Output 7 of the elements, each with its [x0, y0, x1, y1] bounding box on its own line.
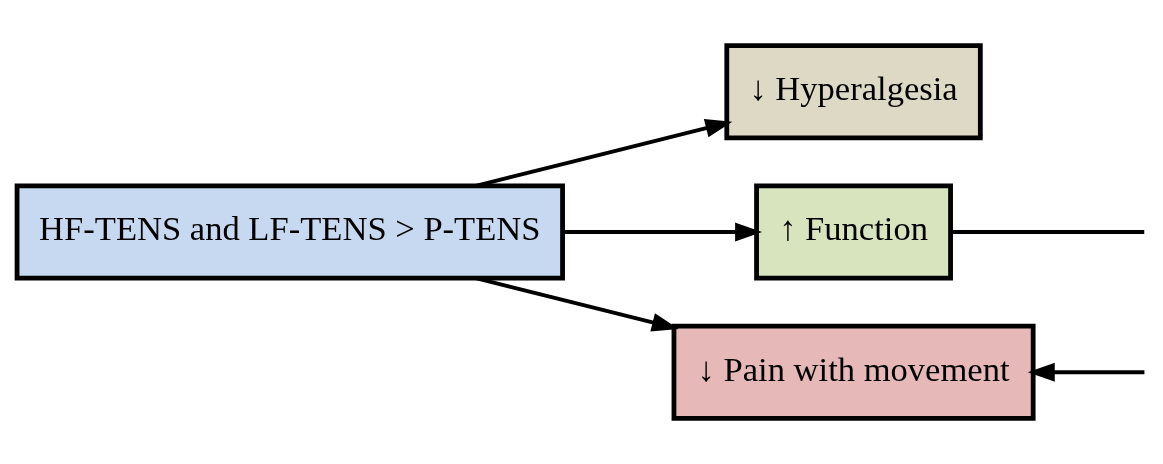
arrow: [562, 222, 763, 242]
connector: [950, 230, 1145, 234]
node-box: ↓ Hyperalgesia: [724, 43, 983, 141]
node-box: HF-TENS and LF-TENS > P-TENS: [14, 183, 565, 281]
arrow: [1027, 362, 1145, 382]
node-box: ↓ Pain with movement: [671, 323, 1036, 421]
node-box: ↑ Function: [754, 183, 953, 281]
